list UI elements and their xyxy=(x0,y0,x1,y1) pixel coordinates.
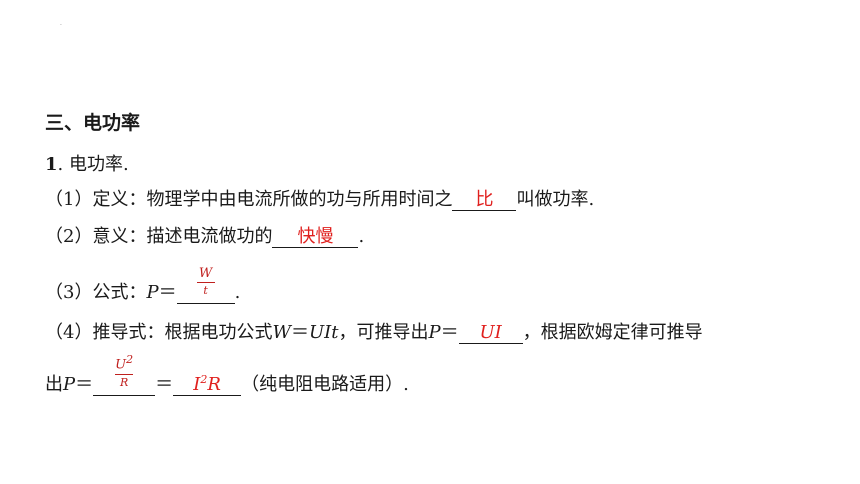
item-1-title: 1. 电功率. xyxy=(45,150,129,176)
answer-r: R xyxy=(207,374,221,395)
numerator-exponent: 2 xyxy=(126,353,134,367)
meaning-line: （2）意义：描述电流做功的 快慢. xyxy=(45,222,364,248)
fraction-numerator: W xyxy=(198,265,213,281)
fraction-denominator: t xyxy=(203,283,208,297)
definition-answer: 比 xyxy=(475,189,494,210)
continued-eq: ＝ xyxy=(75,374,94,395)
formula-eq: ＝ xyxy=(158,282,177,303)
formula-suffix: . xyxy=(234,282,241,303)
derivation-line: （4）推导式：根据电功公式W＝UIt，可推导出P＝UI，根据欧姆定律可推导 xyxy=(45,318,703,344)
answer-base: I xyxy=(193,374,201,395)
item-number: 1 xyxy=(45,154,58,175)
continued-answer: I2R xyxy=(193,373,221,395)
derivation-prefix: （4）推导式：根据电功公式 xyxy=(45,322,273,343)
derivation-uit: UIt xyxy=(308,322,339,343)
meaning-prefix: （2）意义：描述电流做功的 xyxy=(45,226,273,247)
continued-answer-blank: I2R xyxy=(173,373,242,396)
definition-blank: 比 xyxy=(452,189,517,211)
continued-fraction-bar xyxy=(115,373,134,375)
continued-p: P xyxy=(63,374,76,395)
definition-prefix: （1）定义：物理学中由电流所做的功与所用时间之 xyxy=(45,189,453,210)
numerator-base: U xyxy=(115,357,127,373)
derivation-p: P xyxy=(428,322,441,343)
derivation-blank: UI xyxy=(458,322,523,344)
derivation-suffix: ，根据欧姆定律可推导 xyxy=(522,322,703,343)
continued-suffix: （纯电阻电路适用）. xyxy=(241,374,409,395)
definition-line: （1）定义：物理学中由电流所做的功与所用时间之 比 叫做功率. xyxy=(45,185,594,211)
meaning-blank: 快慢 xyxy=(272,226,359,248)
meaning-suffix: . xyxy=(358,226,365,247)
continued-denominator: R xyxy=(119,375,129,389)
derivation-eq2: ＝ xyxy=(440,322,459,343)
definition-suffix: 叫做功率. xyxy=(516,189,595,210)
meaning-answer: 快慢 xyxy=(297,226,334,247)
derivation-mid: ，可推导出 xyxy=(338,322,429,343)
derivation-w: W xyxy=(272,322,291,343)
derivation-eq: ＝ xyxy=(290,322,309,343)
corner-dot: · xyxy=(60,22,62,29)
continued-eq2: ＝ xyxy=(155,374,174,395)
fraction-bar xyxy=(196,281,215,283)
continued-prefix: 出 xyxy=(45,374,63,395)
formula-prefix: （3）公式： xyxy=(45,282,147,303)
continued-numerator: U2 xyxy=(115,352,133,372)
answer-exponent: 2 xyxy=(200,373,208,386)
section-title: 三、电功率 xyxy=(45,112,141,134)
derivation-answer: UI xyxy=(479,322,502,343)
formula-var: P xyxy=(146,282,159,303)
item-title-text: . 电功率. xyxy=(57,154,129,175)
